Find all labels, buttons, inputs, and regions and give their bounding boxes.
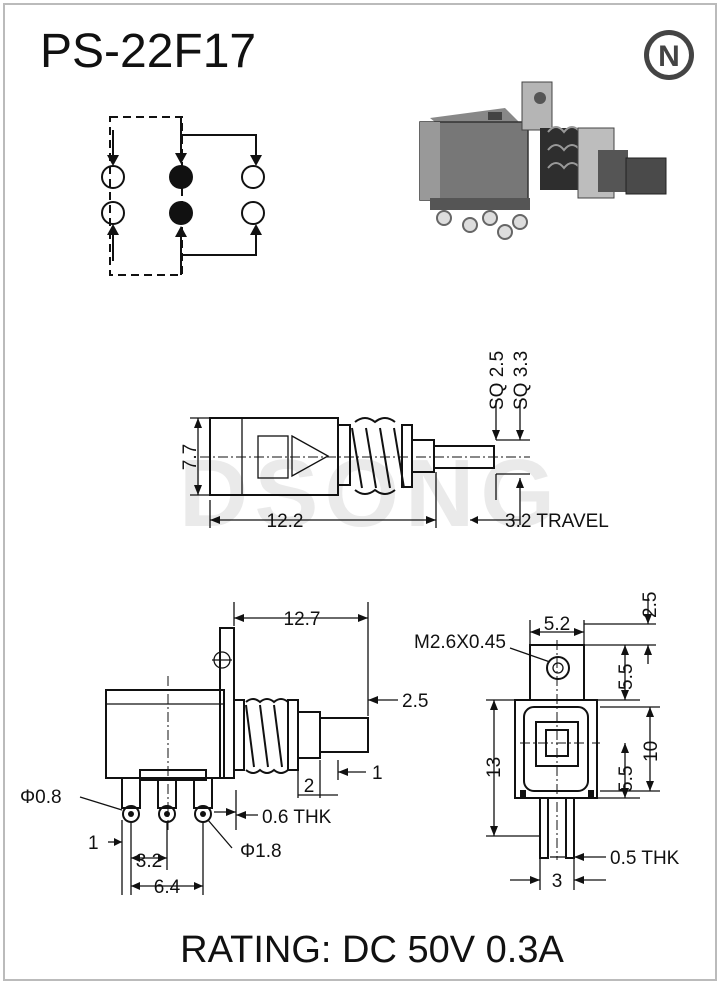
- bottom-dim-2: 2: [304, 776, 315, 797]
- side-dim-sq2: SQ 3.3: [511, 351, 532, 410]
- front-dim-top: 2.5: [640, 592, 661, 618]
- bottom-dim-plunger: 2.5: [402, 691, 428, 712]
- rating-label: RATING: DC 50V 0.3A: [180, 929, 564, 971]
- bottom-dim-span: 6.4: [154, 877, 181, 898]
- side-dim-travel: 3.2 TRAVEL: [505, 511, 609, 532]
- front-dim-width: 5.2: [544, 614, 570, 635]
- bottom-dim-hole-dia: Φ1.8: [240, 841, 282, 862]
- switch-schematic: [101, 116, 265, 276]
- front-dim-thk: 0.5 THK: [610, 848, 680, 869]
- front-view: M2.6X0.45 5.2 2.5 5.5 5.5 10: [414, 592, 680, 892]
- front-dim-13: 13: [484, 757, 505, 778]
- brand-logo: N: [644, 30, 694, 80]
- bottom-dim-pin-dia: Φ0.8: [20, 787, 62, 808]
- side-dim-sq1: SQ 2.5: [487, 351, 508, 410]
- front-dim-55a: 5.5: [616, 664, 637, 690]
- sheet-border: [3, 3, 717, 981]
- bottom-dim-pitch: 3.2: [136, 851, 162, 872]
- bottom-dim-thk: 0.6 THK: [262, 807, 332, 828]
- product-title: PS-22F17: [40, 25, 256, 78]
- front-dim-10: 10: [641, 741, 662, 762]
- product-photo: [419, 81, 667, 240]
- side-view: 7.7 12.2 SQ 2.5 SQ 3.3 3.2 TRAVEL: [180, 351, 609, 532]
- side-dim-length: 12.2: [267, 511, 304, 532]
- side-dim-height: 7.7: [180, 444, 201, 470]
- bottom-dim-length: 12.7: [284, 609, 321, 630]
- mounting-view: 12.7 2.5 2 1 Φ0.8 0.6 THK Φ1.8 1: [20, 602, 428, 898]
- bottom-dim-offset: 1: [88, 833, 99, 854]
- bottom-dim-1: 1: [372, 763, 383, 784]
- front-dim-screw: M2.6X0.45: [414, 632, 506, 653]
- front-dim-3: 3: [552, 871, 563, 892]
- logo-letter: N: [658, 40, 680, 73]
- front-dim-55b: 5.5: [616, 766, 637, 792]
